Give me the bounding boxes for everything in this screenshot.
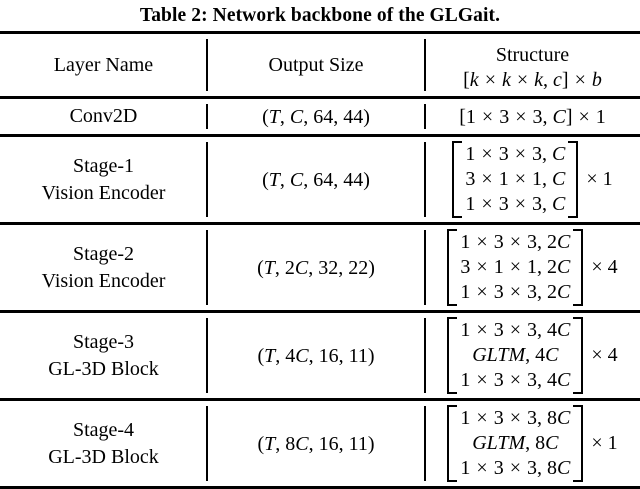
left-bracket-icon <box>447 229 458 306</box>
cell-structure: 1 × 3 × 3, 4C GLTM, 4C 1 × 3 × 3, 4C × 4 <box>424 310 640 400</box>
cell-output-size: (T, 4C, 16, 11) <box>206 310 425 400</box>
structure-line: 1 × 3 × 3, 4C <box>460 319 571 341</box>
cell-layer-name: Stage-4 GL-3D Block <box>0 398 207 489</box>
cell-output-size: (T, 2C, 32, 22) <box>206 222 425 312</box>
layer-name-line-1: Conv2D <box>69 105 138 127</box>
cell-structure: 1 × 3 × 3, C 3 × 1 × 1, C 1 × 3 × 3, C ×… <box>424 134 640 224</box>
column-header-layer-name: Layer Name <box>0 31 207 98</box>
cell-structure: [1 × 3 × 3, C] × 1 <box>424 96 640 136</box>
column-header-output-size: Output Size <box>206 31 425 98</box>
cell-structure: 1 × 3 × 3, 2C 3 × 1 × 1, 2C 1 × 3 × 3, 2… <box>424 222 640 312</box>
output-size-value: (T, 8C, 16, 11) <box>257 432 375 455</box>
structure-line: 1 × 3 × 3, 4C <box>460 369 571 391</box>
right-bracket-icon <box>568 141 579 218</box>
structure-line: 1 × 3 × 3, C <box>465 143 566 165</box>
structure-line: 1 × 3 × 3, 2C <box>460 281 571 303</box>
structure-lines: 1 × 3 × 3, 8C GLTM, 8C 1 × 3 × 3, 8C <box>457 405 573 482</box>
column-header-structure: Structure [k × k × k, c] × b <box>424 31 640 98</box>
cell-output-size: (T, 8C, 16, 11) <box>206 398 425 489</box>
cell-structure: 1 × 3 × 3, 8C GLTM, 8C 1 × 3 × 3, 8C × 1 <box>424 398 640 489</box>
header-label-structure: Structure <box>495 44 570 66</box>
output-size-value: (T, 2C, 32, 22) <box>257 256 375 279</box>
cell-layer-name: Stage-3 GL-3D Block <box>0 310 207 400</box>
structure-lines: 1 × 3 × 3, C 3 × 1 × 1, C 1 × 3 × 3, C <box>462 141 568 218</box>
output-size-value: (T, 4C, 16, 11) <box>257 344 375 367</box>
cell-output-size: (T, C, 64, 44) <box>206 134 425 224</box>
structure-line: 3 × 1 × 1, C <box>465 168 566 190</box>
table-header: Layer Name Output Size Structure [k <box>0 31 640 98</box>
network-backbone-table: Layer Name Output Size Structure [k <box>0 31 640 489</box>
structure-bracket-group: 1 × 3 × 3, 8C GLTM, 8C 1 × 3 × 3, 8C <box>447 405 584 482</box>
left-bracket-icon <box>452 141 463 218</box>
right-bracket-icon <box>573 405 584 482</box>
layer-name-line-1: Stage-2 <box>72 242 135 265</box>
layer-name-line-2: Vision Encoder <box>41 269 166 292</box>
structure-multiplier: × 1 <box>591 432 618 454</box>
structure-multiplier: × 1 <box>586 168 613 190</box>
structure-line: 1 × 3 × 3, 2C <box>460 231 571 253</box>
header-formula-structure: [k × k × k, c] × b <box>463 69 602 91</box>
structure-line: 1 × 3 × 3, 8C <box>460 457 571 479</box>
structure-line: GLTM, 8C <box>472 432 559 454</box>
structure-bracket-group: 1 × 3 × 3, C 3 × 1 × 1, C 1 × 3 × 3, C <box>452 141 579 218</box>
table-row: Conv2D (T, C, 64, 44) [1 × 3 × 3, C] × 1 <box>0 96 640 136</box>
structure-line: 1 × 3 × 3, 8C <box>460 407 571 429</box>
table-container: Layer Name Output Size Structure [k <box>0 31 640 489</box>
structure-line: 3 × 1 × 1, 2C <box>460 256 571 278</box>
structure-bracket-group: 1 × 3 × 3, 4C GLTM, 4C 1 × 3 × 3, 4C <box>447 317 584 394</box>
layer-name-line-2: GL-3D Block <box>48 445 159 468</box>
table-caption: Table 2: Network backbone of the GLGait. <box>139 5 501 26</box>
table-row: Stage-1 Vision Encoder (T, C, 64, 44) 1 … <box>0 134 640 224</box>
layer-name-line-2: Vision Encoder <box>41 181 166 204</box>
layer-name-line-1: Stage-1 <box>72 154 135 177</box>
structure-line: GLTM, 4C <box>472 344 559 366</box>
structure-value: [1 × 3 × 3, C] × 1 <box>459 105 606 128</box>
cell-layer-name: Stage-1 Vision Encoder <box>0 134 207 224</box>
table-body: Conv2D (T, C, 64, 44) [1 × 3 × 3, C] × 1… <box>0 96 640 489</box>
structure-lines: 1 × 3 × 3, 4C GLTM, 4C 1 × 3 × 3, 4C <box>457 317 573 394</box>
cell-layer-name: Stage-2 Vision Encoder <box>0 222 207 312</box>
output-size-value: (T, C, 64, 44) <box>262 168 370 191</box>
layer-name-line-2: GL-3D Block <box>48 357 159 380</box>
table-row: Stage-2 Vision Encoder (T, 2C, 32, 22) 1… <box>0 222 640 312</box>
structure-bracket-group: 1 × 3 × 3, 2C 3 × 1 × 1, 2C 1 × 3 × 3, 2… <box>447 229 584 306</box>
layer-name-line-1: Stage-4 <box>72 418 135 441</box>
right-bracket-icon <box>573 317 584 394</box>
cell-output-size: (T, C, 64, 44) <box>206 96 425 136</box>
right-bracket-icon <box>573 229 584 306</box>
left-bracket-icon <box>447 405 458 482</box>
output-size-value: (T, C, 64, 44) <box>262 105 370 128</box>
left-bracket-icon <box>447 317 458 394</box>
header-label-layer-name: Layer Name <box>53 54 154 76</box>
table-row: Stage-4 GL-3D Block (T, 8C, 16, 11) 1 × … <box>0 398 640 489</box>
layer-name-line-1: Stage-3 <box>72 330 135 353</box>
structure-lines: 1 × 3 × 3, 2C 3 × 1 × 1, 2C 1 × 3 × 3, 2… <box>457 229 573 306</box>
structure-line: 1 × 3 × 3, C <box>465 193 566 215</box>
header-row: Layer Name Output Size Structure [k <box>0 31 640 98</box>
cell-layer-name: Conv2D <box>0 96 207 136</box>
header-label-output-size: Output Size <box>268 54 364 76</box>
structure-multiplier: × 4 <box>591 256 618 278</box>
structure-multiplier: × 4 <box>591 344 618 366</box>
table-row: Stage-3 GL-3D Block (T, 4C, 16, 11) 1 × … <box>0 310 640 400</box>
